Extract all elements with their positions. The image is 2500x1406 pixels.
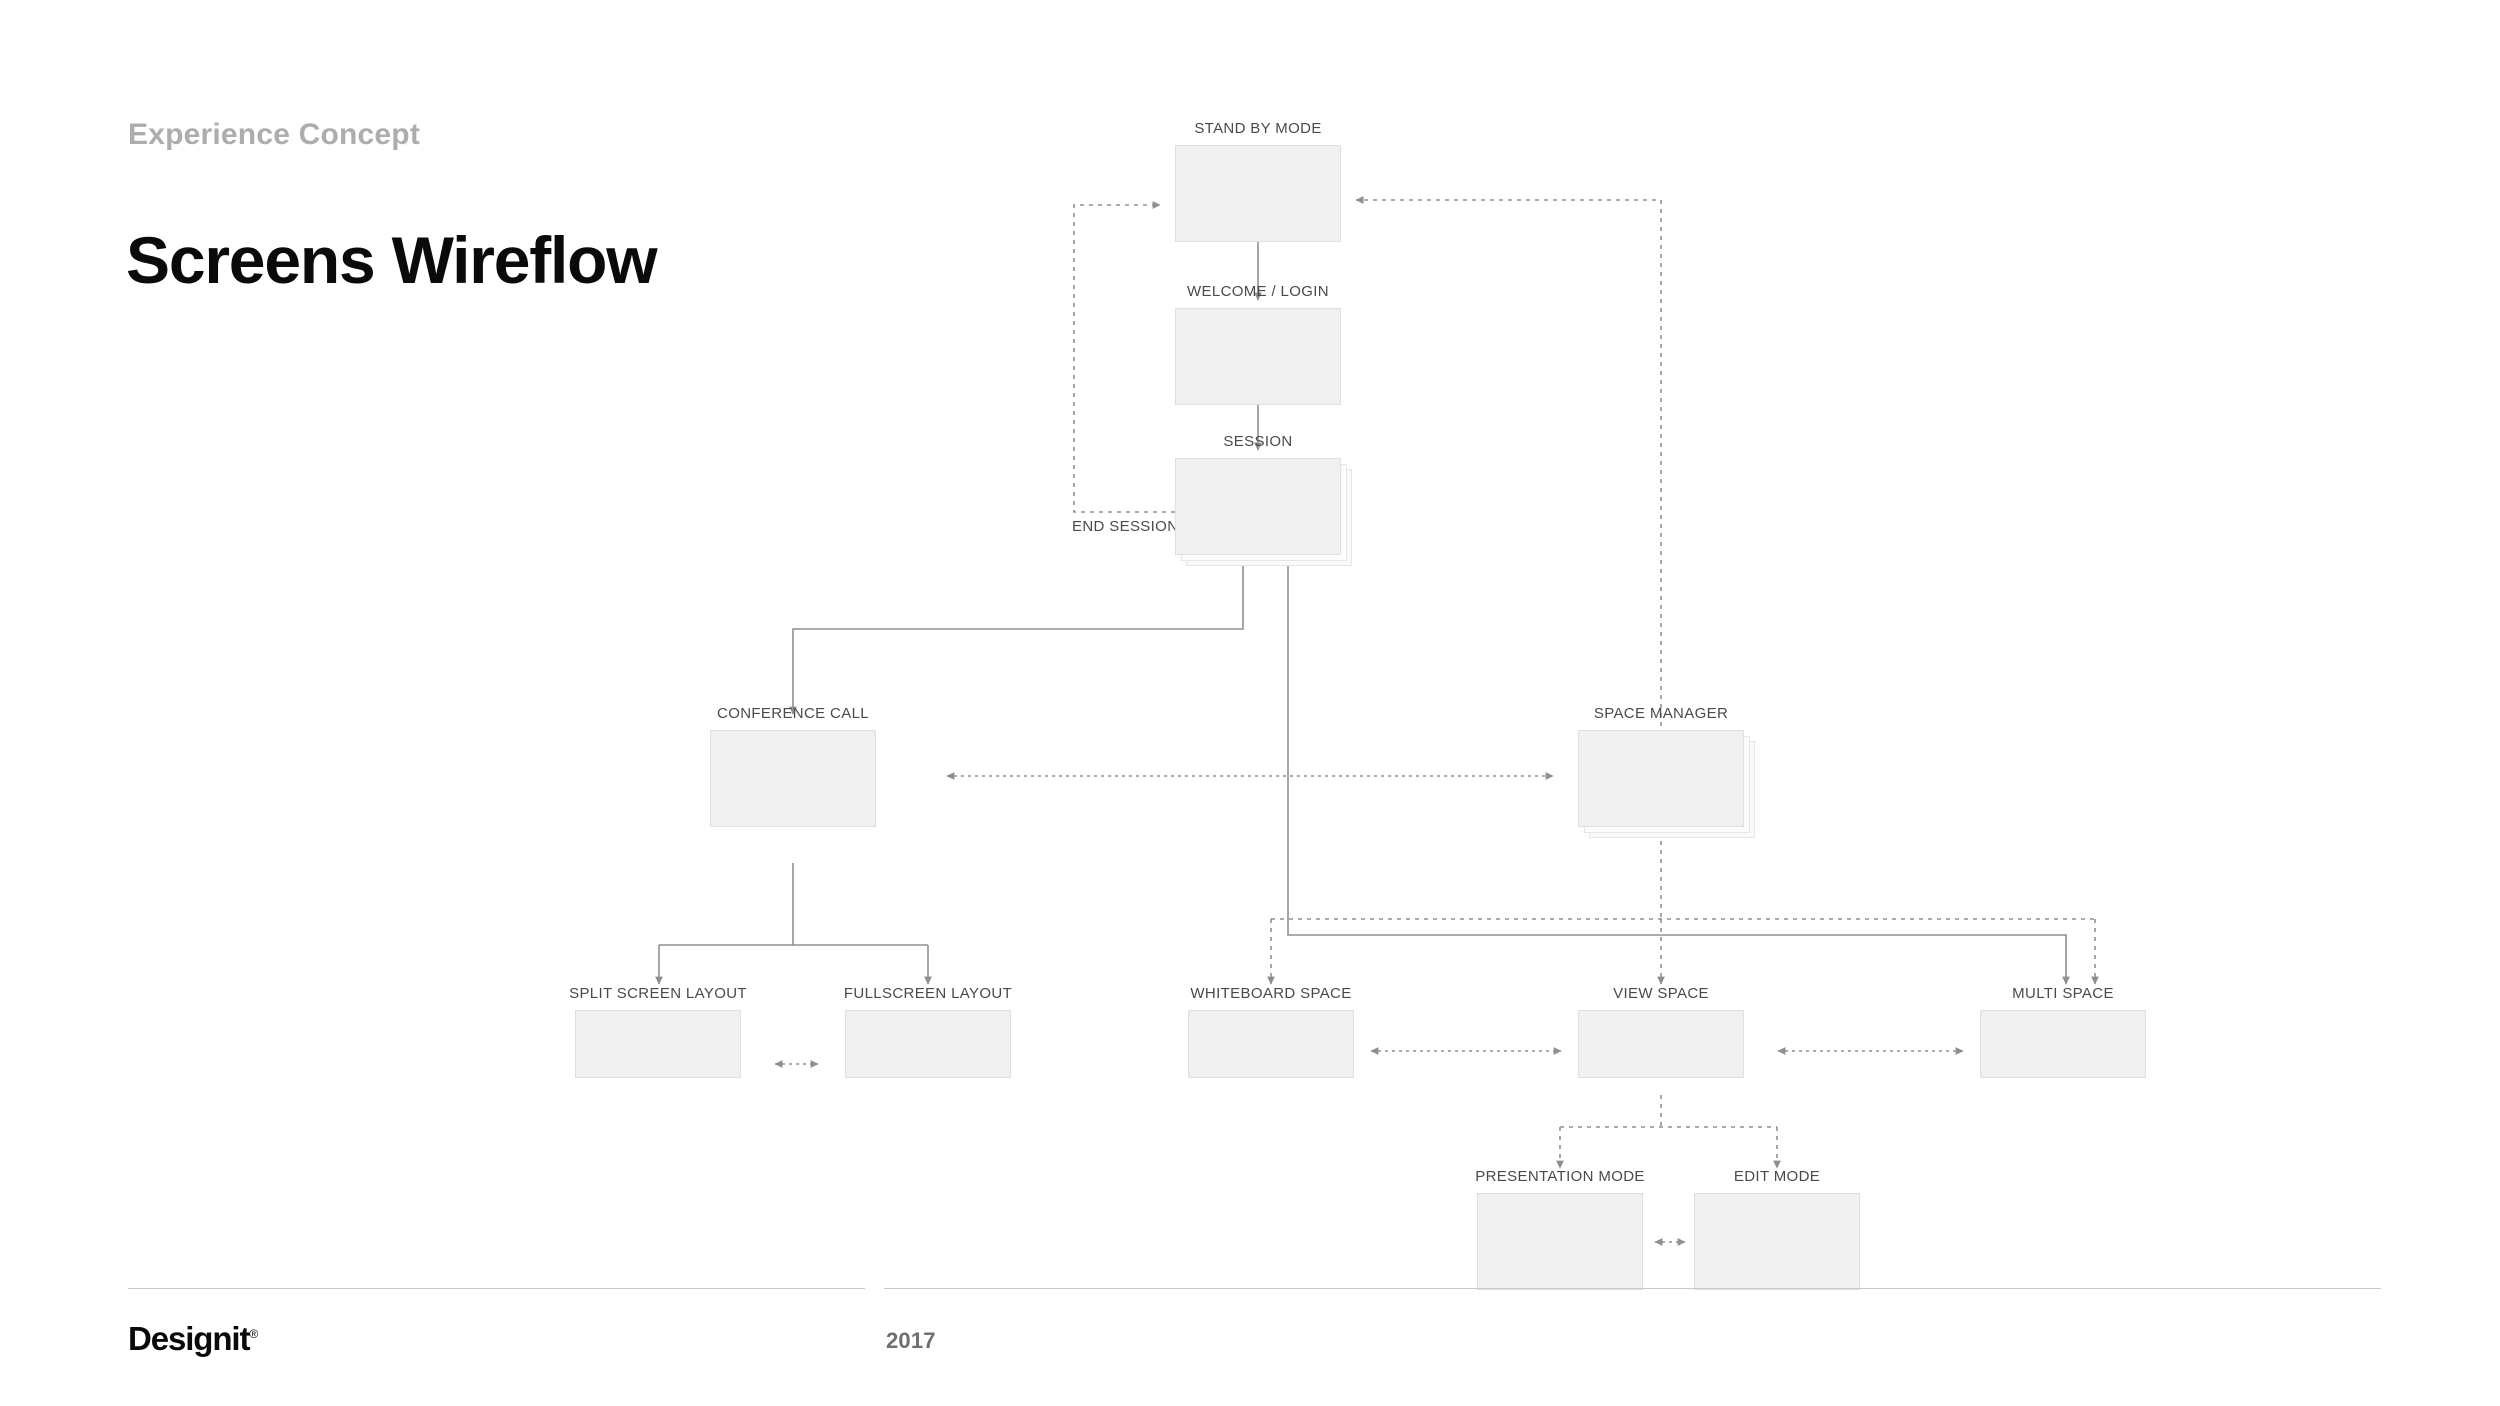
node-label-view-space: VIEW SPACE [1613, 985, 1709, 1002]
flow-session-to-multispace [1287, 563, 2070, 985]
footer-divider-left [128, 1288, 865, 1289]
node-screen-edit-mode[interactable] [1694, 1193, 1860, 1290]
flow-session-to-conference [789, 563, 1244, 715]
node-label-welcome-login: WELCOME / LOGIN [1187, 283, 1329, 300]
node-screen-conference-call[interactable] [710, 730, 876, 827]
node-space-manager[interactable]: SPACE MANAGER [1578, 705, 1755, 838]
node-screen-space-manager[interactable] [1578, 730, 1744, 827]
node-screen-stand-by-mode[interactable] [1175, 145, 1341, 242]
node-split-screen-layout[interactable]: SPLIT SCREEN LAYOUT [569, 985, 747, 1078]
node-label-edit-mode: EDIT MODE [1733, 1168, 1821, 1185]
node-screen-fullscreen-layout[interactable] [845, 1010, 1011, 1078]
page-title: Screens Wireflow [126, 223, 658, 297]
node-multi-space[interactable]: MULTI SPACE [1980, 985, 2146, 1078]
node-view-space[interactable]: VIEW SPACE [1578, 985, 1744, 1078]
node-screen-multi-space[interactable] [1980, 1010, 2146, 1078]
node-label-split-screen-layout: SPLIT SCREEN LAYOUT [569, 985, 747, 1002]
node-stand-by-mode[interactable]: STAND BY MODE [1175, 120, 1341, 242]
flow-spacemanager-to-standby [1355, 196, 1662, 726]
flow-end-session [1073, 201, 1175, 513]
node-label-session: SESSION [1223, 433, 1293, 450]
node-session[interactable]: SESSION [1175, 433, 1352, 566]
node-presentation-mode[interactable]: PRESENTATION MODE [1475, 1168, 1644, 1290]
node-label-whiteboard-space: WHITEBOARD SPACE [1190, 985, 1352, 1002]
node-screen-presentation-mode[interactable] [1477, 1193, 1643, 1290]
node-conference-call[interactable]: CONFERENCE CALL [710, 705, 876, 827]
node-label-fullscreen-layout: FULLSCREEN LAYOUT [843, 985, 1013, 1002]
node-welcome-login[interactable]: WELCOME / LOGIN [1175, 283, 1341, 405]
node-screen-split-screen-layout[interactable] [575, 1010, 741, 1078]
node-label-conference-call: CONFERENCE CALL [717, 705, 869, 722]
edge-label-end-session: END SESSION [1072, 518, 1179, 535]
node-screen-session[interactable] [1175, 458, 1341, 555]
node-screen-welcome-login[interactable] [1175, 308, 1341, 405]
node-label-presentation-mode: PRESENTATION MODE [1475, 1168, 1645, 1185]
node-label-space-manager: SPACE MANAGER [1593, 705, 1729, 722]
designit-logo: Designit® [128, 1320, 258, 1358]
footer-year: 2017 [886, 1328, 936, 1353]
node-label-multi-space: MULTI SPACE [2012, 985, 2114, 1002]
registered-trademark-icon: ® [249, 1327, 259, 1341]
footer-divider-right [884, 1288, 2381, 1289]
node-label-stand-by-mode: STAND BY MODE [1194, 120, 1322, 137]
node-edit-mode[interactable]: EDIT MODE [1694, 1168, 1860, 1290]
node-whiteboard-space[interactable]: WHITEBOARD SPACE [1188, 985, 1354, 1078]
slide-eyebrow: Experience Concept [128, 118, 421, 151]
node-fullscreen-layout[interactable]: FULLSCREEN LAYOUT [844, 985, 1012, 1078]
node-screen-whiteboard-space[interactable] [1188, 1010, 1354, 1078]
designit-wordmark: Designit [128, 1320, 250, 1357]
node-screen-view-space[interactable] [1578, 1010, 1744, 1078]
